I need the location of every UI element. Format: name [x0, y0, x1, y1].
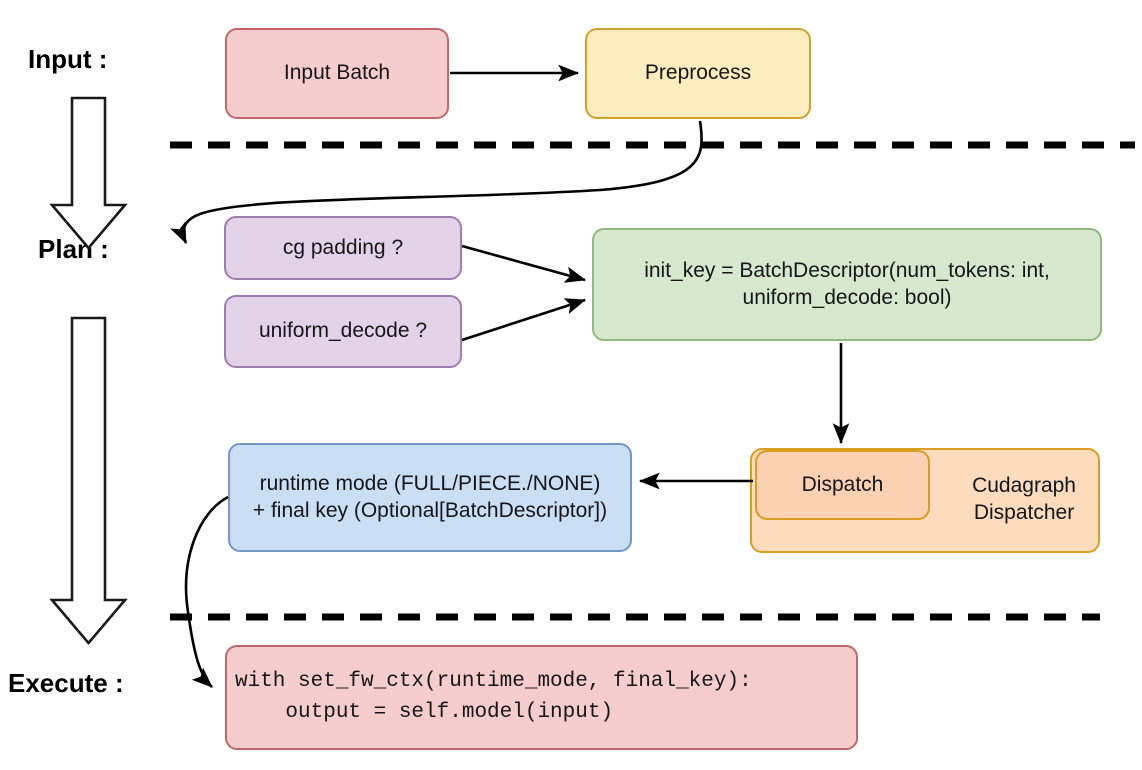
node-execute-code[interactable]: with set_fw_ctx(runtime_mode, final_key)… [225, 645, 858, 750]
node-runtime-mode[interactable]: runtime mode (FULL/PIECE./NONE) + final … [228, 443, 632, 552]
node-cudagraph-dispatcher-line-2: Dispatcher [973, 501, 1075, 525]
node-preprocess[interactable]: Preprocess [585, 28, 811, 119]
node-init-key-line-2: uniform_decode: bool) [742, 285, 952, 309]
node-cudagraph-dispatcher-line-1: Cudagraph [972, 474, 1076, 497]
stage-label-execute: Execute : [8, 668, 124, 698]
node-input-batch[interactable]: Input Batch [225, 28, 449, 119]
node-runtime-mode-line-1: runtime mode (FULL/PIECE./NONE) [259, 471, 601, 495]
node-cg-padding[interactable]: cg padding ? [224, 216, 462, 280]
connector-runtime-mode-to-execute-code [184, 495, 229, 688]
node-execute-code-line-1: with set_fw_ctx(runtime_mode, final_key)… [235, 670, 752, 694]
node-cudagraph-dispatcher-label: Cudagraph Dispatcher [972, 472, 1076, 527]
node-runtime-mode-line-2: + final key (Optional[BatchDescriptor]) [252, 498, 608, 522]
stage-label-input: Input : [28, 44, 108, 74]
node-dispatch[interactable]: Dispatch [755, 450, 930, 520]
node-init-key-line-1: init_key = BatchDescriptor(num_tokens: i… [644, 258, 1050, 282]
connector-cg-padding-to-init-key [461, 244, 587, 283]
connector-uniform-decode-to-init-key [461, 298, 586, 342]
node-init-key[interactable]: init_key = BatchDescriptor(num_tokens: i… [592, 228, 1102, 341]
input-to-plan-block-arrow [49, 96, 128, 251]
node-execute-code-line-2: output = self.model(input) [235, 700, 614, 724]
plan-to-execute-block-arrow [49, 316, 128, 646]
stage-label-plan: Plan : [38, 234, 109, 264]
node-uniform-decode[interactable]: uniform_decode ? [224, 295, 462, 368]
